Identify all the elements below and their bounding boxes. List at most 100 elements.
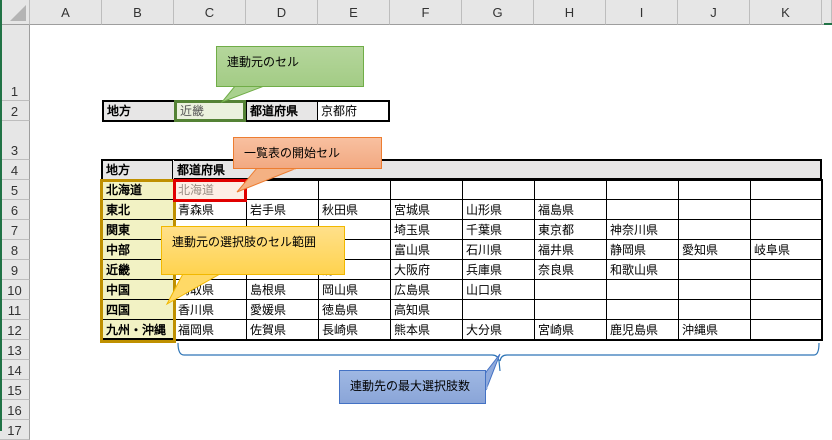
column-header-b[interactable]: B — [102, 0, 174, 25]
prefecture-option-cell[interactable]: 大分県 — [462, 319, 535, 341]
prefecture-option-cell[interactable]: 富山県 — [390, 239, 463, 260]
prefecture-option-cell[interactable] — [606, 199, 679, 220]
row-header-16[interactable]: 16 — [0, 400, 30, 420]
prefecture-option-cell[interactable]: 静岡県 — [606, 239, 679, 260]
prefecture-option-cell[interactable] — [750, 199, 823, 220]
prefecture-option-cell[interactable]: 岩手県 — [246, 199, 319, 220]
prefecture-option-cell[interactable]: 奈良県 — [534, 259, 607, 280]
prefecture-option-cell[interactable]: 兵庫県 — [462, 259, 535, 280]
prefecture-option-cell[interactable] — [318, 179, 391, 200]
prefecture-option-cell[interactable]: 佐賀県 — [246, 319, 319, 341]
region-option-cell[interactable]: 中国 — [101, 279, 175, 300]
prefecture-option-cell[interactable]: 熊本県 — [390, 319, 463, 341]
prefecture-option-cell[interactable]: 島根県 — [246, 279, 319, 300]
prefecture-option-cell[interactable]: 長崎県 — [318, 319, 391, 341]
region-label-cell[interactable]: 地方 — [102, 100, 175, 122]
prefecture-option-cell[interactable] — [750, 299, 823, 320]
prefecture-option-cell[interactable] — [534, 299, 607, 320]
prefecture-option-cell[interactable] — [750, 179, 823, 200]
prefecture-option-cell[interactable]: 大阪府 — [390, 259, 463, 280]
prefecture-option-cell[interactable] — [534, 179, 607, 200]
prefecture-option-cell[interactable]: 鹿児島県 — [606, 319, 679, 341]
row-header-14[interactable]: 14 — [0, 360, 30, 380]
prefecture-option-cell[interactable]: 秋田県 — [318, 199, 391, 220]
prefecture-option-cell[interactable] — [678, 279, 751, 300]
prefecture-option-cell[interactable] — [462, 299, 535, 320]
column-header-e[interactable]: E — [318, 0, 390, 25]
row-header-12[interactable]: 12 — [0, 320, 30, 340]
row-header-13[interactable]: 13 — [0, 340, 30, 360]
prefecture-option-cell[interactable]: 福島県 — [534, 199, 607, 220]
prefecture-option-cell[interactable]: 高知県 — [390, 299, 463, 320]
prefecture-label-cell[interactable]: 都道府県 — [246, 100, 318, 122]
row-header-1[interactable]: 1 — [0, 25, 30, 101]
row-header-10[interactable]: 10 — [0, 280, 30, 300]
column-header-j[interactable]: J — [678, 0, 750, 25]
prefecture-option-cell[interactable]: 石川県 — [462, 239, 535, 260]
row-header-11[interactable]: 11 — [0, 300, 30, 320]
prefecture-option-cell[interactable] — [678, 179, 751, 200]
prefecture-option-cell[interactable] — [678, 299, 751, 320]
prefecture-option-cell[interactable]: 千葉県 — [462, 219, 535, 240]
region-source-cell[interactable]: 近畿 — [174, 100, 246, 122]
prefecture-option-cell[interactable]: 神奈川県 — [606, 219, 679, 240]
column-header-l[interactable] — [822, 0, 832, 25]
prefecture-option-cell[interactable] — [678, 219, 751, 240]
row-header-17[interactable]: 17 — [0, 420, 30, 440]
region-option-cell[interactable]: 東北 — [101, 199, 175, 220]
prefecture-option-cell[interactable]: 愛知県 — [678, 239, 751, 260]
row-header-9[interactable]: 9 — [0, 260, 30, 280]
region-option-cell[interactable]: 北海道 — [101, 179, 175, 200]
list-header-region[interactable]: 地方 — [101, 159, 175, 181]
prefecture-option-cell[interactable]: 愛媛県 — [246, 299, 319, 320]
row-header-15[interactable]: 15 — [0, 380, 30, 400]
row-header-6[interactable]: 6 — [0, 200, 30, 220]
region-option-cell[interactable]: 四国 — [101, 299, 175, 320]
prefecture-option-cell[interactable]: 宮崎県 — [534, 319, 607, 341]
column-header-k[interactable]: K — [750, 0, 822, 25]
prefecture-option-cell[interactable] — [750, 219, 823, 240]
prefecture-option-cell[interactable] — [750, 259, 823, 280]
row-header-8[interactable]: 8 — [0, 240, 30, 260]
prefecture-dropdown-cell[interactable]: 京都府 — [317, 100, 390, 122]
prefecture-option-cell[interactable]: 岡山県 — [318, 279, 391, 300]
prefecture-option-cell[interactable]: 福岡県 — [174, 319, 247, 341]
prefecture-option-cell[interactable] — [750, 279, 823, 300]
prefecture-option-cell[interactable] — [606, 299, 679, 320]
prefecture-option-cell[interactable]: 岐阜県 — [750, 239, 823, 260]
prefecture-option-cell[interactable]: 東京都 — [534, 219, 607, 240]
column-header-h[interactable]: H — [534, 0, 606, 25]
region-option-cell[interactable]: 九州・沖縄 — [101, 319, 175, 340]
prefecture-option-cell[interactable]: 青森県 — [174, 199, 247, 220]
prefecture-option-cell[interactable] — [678, 199, 751, 220]
prefecture-option-cell[interactable] — [462, 179, 535, 200]
prefecture-option-cell[interactable] — [678, 259, 751, 280]
prefecture-option-cell[interactable]: 徳島県 — [318, 299, 391, 320]
column-header-d[interactable]: D — [246, 0, 318, 25]
column-header-i[interactable]: I — [606, 0, 678, 25]
prefecture-option-cell[interactable]: 埼玉県 — [390, 219, 463, 240]
prefecture-option-cell[interactable]: 宮城県 — [390, 199, 463, 220]
select-all-button[interactable] — [0, 0, 30, 25]
column-header-f[interactable]: F — [390, 0, 462, 25]
row-header-4[interactable]: 4 — [0, 160, 30, 180]
yellow-callout-tail — [165, 270, 229, 306]
prefecture-option-cell[interactable]: 山口県 — [462, 279, 535, 300]
row-header-7[interactable]: 7 — [0, 220, 30, 240]
prefecture-option-cell[interactable] — [606, 179, 679, 200]
column-header-a[interactable]: A — [30, 0, 102, 25]
prefecture-option-cell[interactable]: 広島県 — [390, 279, 463, 300]
prefecture-option-cell[interactable]: 沖縄県 — [678, 319, 751, 341]
row-header-5[interactable]: 5 — [0, 180, 30, 200]
column-header-g[interactable]: G — [462, 0, 534, 25]
prefecture-option-cell[interactable] — [390, 179, 463, 200]
prefecture-option-cell[interactable]: 山形県 — [462, 199, 535, 220]
prefecture-option-cell[interactable] — [750, 319, 823, 341]
row-header-3[interactable]: 3 — [0, 121, 30, 160]
prefecture-option-cell[interactable]: 和歌山県 — [606, 259, 679, 280]
prefecture-option-cell[interactable] — [606, 279, 679, 300]
row-header-2[interactable]: 2 — [0, 101, 30, 121]
prefecture-option-cell[interactable] — [534, 279, 607, 300]
column-header-c[interactable]: C — [174, 0, 246, 25]
prefecture-option-cell[interactable]: 福井県 — [534, 239, 607, 260]
